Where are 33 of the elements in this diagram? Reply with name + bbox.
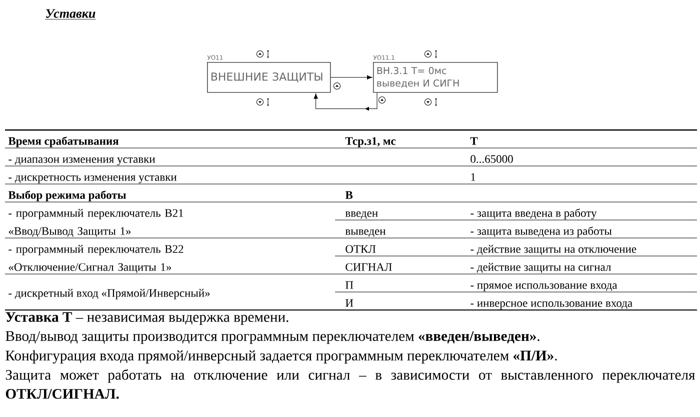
table-cell: СИГНАЛ (346, 263, 392, 271)
table-cell: - дискретность изменения уставки (8, 175, 177, 184)
table-cell: 0...65000 (470, 155, 513, 163)
table-cell: выведен (345, 229, 386, 238)
table-cell: - программный переключатель В22 «Отключение/Сигнал Защиты 1» (8, 244, 184, 274)
table-cell: - защита введена в работу (470, 208, 597, 220)
table-cell: П (346, 281, 354, 289)
table-cell: - программный переключатель В21 «Ввод/Вывод Защиты 1» (8, 208, 184, 238)
table-cell: - защита выведена из работы (470, 226, 612, 238)
paragraph: Защита может работать на отключение или сигнал – в зависимости от выставленного переключателя ОТКЛ/СИГНАЛ. (6, 369, 695, 399)
paragraph: Конфигурация входа прямой/инверсный задается программным переключателем «П/И». (6, 350, 557, 364)
table-cell: - действие защиты на отключение (470, 244, 636, 256)
table-cell: И (346, 299, 354, 307)
table-cell: 1 (471, 173, 476, 181)
lcd-display: ВН.3.1 Т= 0мс выведен И СИГН (373, 62, 498, 93)
table-cell: - инверсное использование входа (470, 301, 632, 310)
paragraph: Уставка Т – независимая выдержка времени. (6, 312, 288, 325)
arrow (314, 92, 378, 111)
table-heading: Время срабатывания (8, 136, 118, 148)
table-cell: введен (345, 211, 378, 220)
table-heading: Т (470, 137, 478, 145)
lcd-display: ВНЕШНИЕ ЗАЩИТЫ (207, 62, 331, 93)
table-heading: Тср.з1, мс (345, 137, 396, 148)
table-cell: - действие защиты на сигнал (470, 262, 611, 274)
title: Уставки (45, 9, 96, 20)
table-cell: - диапазон изменения уставки (8, 157, 156, 166)
table-heading: Выбор режима работы (8, 190, 126, 202)
table-cell: ОТКЛ (346, 245, 376, 253)
arrow (330, 75, 372, 80)
table-heading: В (345, 191, 353, 199)
table-cell: - дискретный вход «Прямой/Инверсный» (8, 288, 210, 300)
paragraph: Ввод/вывод защиты производится программным переключателем «введен/выведен». (6, 331, 540, 344)
table-cell: - прямое использование входа (470, 283, 618, 292)
